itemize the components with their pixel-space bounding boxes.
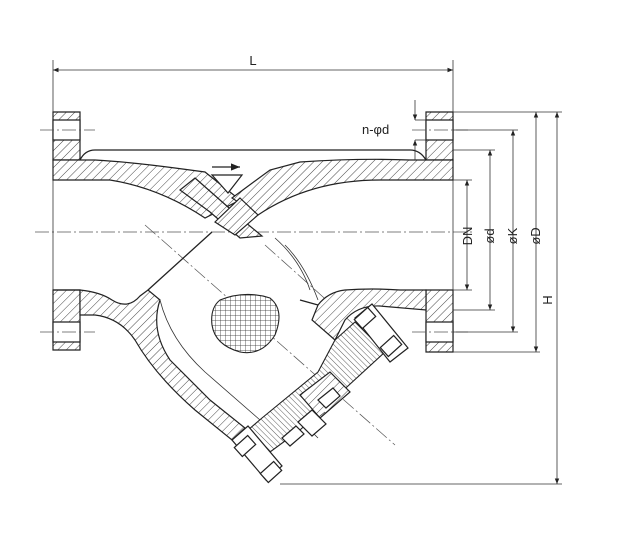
dimension-labels: L n-φd DN ød øK øD H xyxy=(249,53,555,305)
label-length: L xyxy=(249,53,256,68)
label-inner-diameter: ød xyxy=(482,228,497,243)
label-flange-diameter: øD xyxy=(528,227,543,244)
cover-assembly xyxy=(231,303,409,484)
upper-body-wall xyxy=(52,149,454,219)
label-height: H xyxy=(540,295,555,304)
label-bolt-holes: n-φd xyxy=(362,122,389,137)
label-nominal-diameter: DN xyxy=(460,227,475,246)
dimension-lines xyxy=(52,60,562,485)
diagonal-partition xyxy=(179,163,264,239)
lower-body xyxy=(53,231,427,441)
flow-triangle-icon xyxy=(210,174,244,194)
strainer-screen xyxy=(211,293,280,354)
label-bolt-circle: øK xyxy=(505,227,520,244)
left-flange xyxy=(40,111,95,351)
